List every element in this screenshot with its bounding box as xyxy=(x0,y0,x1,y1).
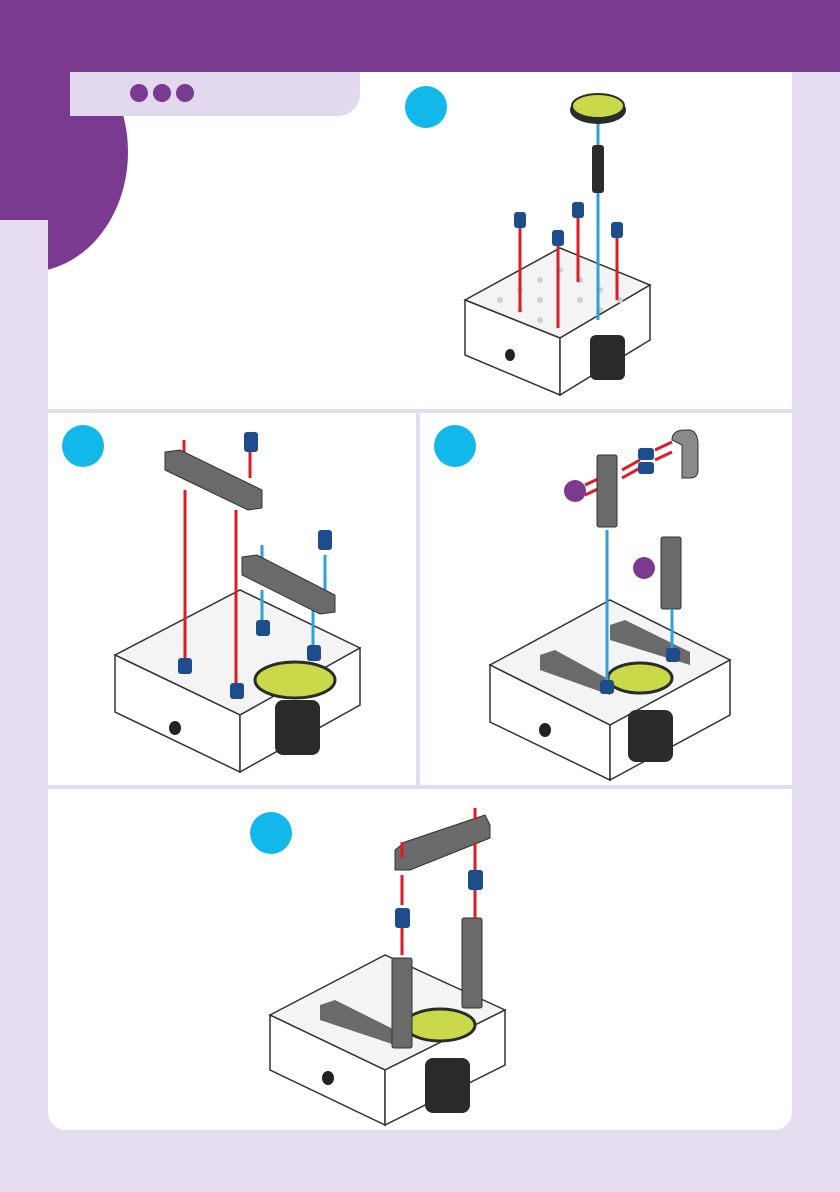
step-4-illustration xyxy=(0,0,840,1192)
